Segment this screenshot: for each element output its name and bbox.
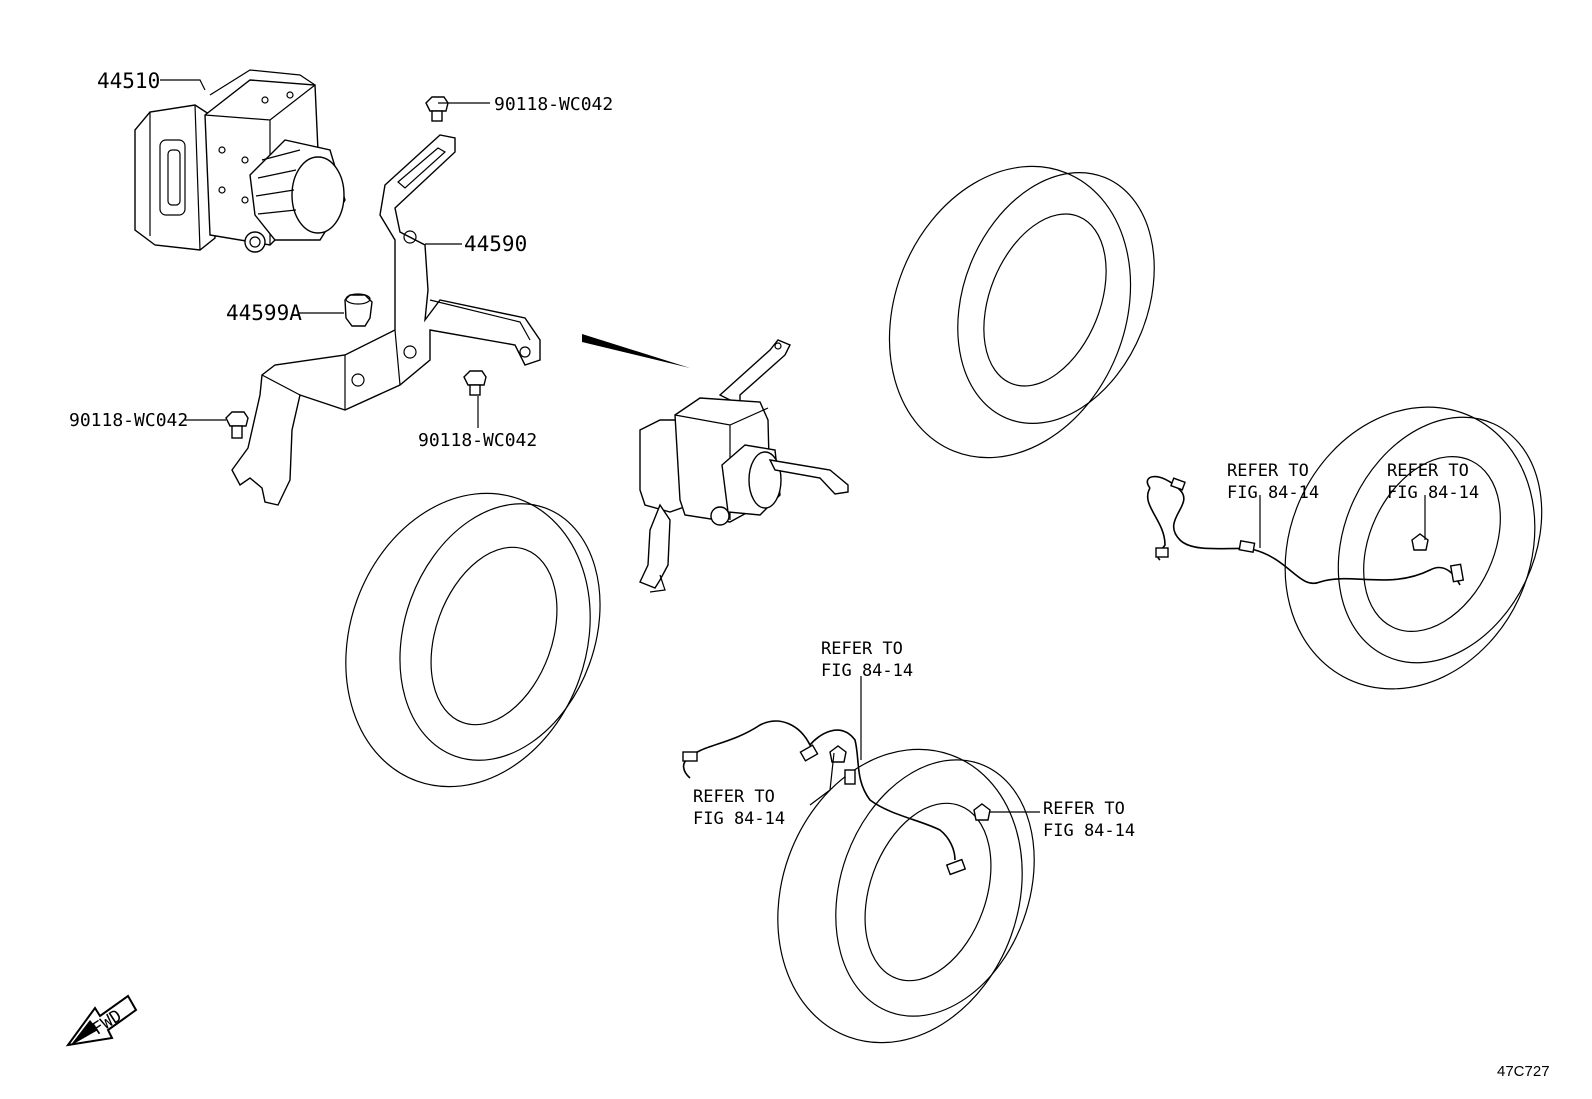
front-speed-sensor-harness: [1146, 475, 1465, 586]
callout-bracket: 44590: [464, 232, 527, 256]
reference-line2: FIG 84-14: [1387, 483, 1479, 503]
callout-actuator: 44510: [97, 69, 160, 93]
cushion: [344, 293, 373, 327]
rear-speed-sensor-harness: [682, 720, 991, 876]
tire-rear-left: [345, 492, 601, 788]
reference-rear-left: REFER TO FIG 84-14: [693, 787, 785, 829]
reference-line2: FIG 84-14: [1227, 483, 1319, 503]
fwd-arrow-icon: FWD: [65, 994, 138, 1047]
reference-line1: REFER TO: [693, 787, 775, 807]
reference-line1: REFER TO: [1043, 799, 1125, 819]
assembled-actuator-view: [639, 339, 849, 593]
reference-line2: FIG 84-14: [1043, 821, 1135, 841]
callout-cushion: 44599A: [226, 301, 302, 325]
callout-bolt-top: 90118-WC042: [494, 94, 613, 115]
tire-rear-right: [777, 748, 1035, 1044]
reference-line1: REFER TO: [1387, 461, 1469, 481]
bolt-left: [225, 411, 249, 439]
callout-bolt-left: 90118-WC042: [69, 410, 188, 431]
reference-line1: REFER TO: [821, 639, 903, 659]
drawing-code: 47C727: [1497, 1063, 1550, 1080]
reference-rear-top: REFER TO FIG 84-14: [821, 639, 913, 681]
reference-leaders: [860, 495, 1426, 813]
location-pointer: [582, 334, 690, 368]
reference-line1: REFER TO: [1227, 461, 1309, 481]
bolt-top: [425, 96, 449, 122]
bolt-center: [463, 370, 487, 396]
reference-line2: FIG 84-14: [821, 661, 913, 681]
tire-front-right: [1284, 406, 1543, 690]
reference-rear-right: REFER TO FIG 84-14: [1043, 799, 1135, 841]
abs-actuator: [134, 69, 346, 253]
reference-line2: FIG 84-14: [693, 809, 785, 829]
reference-front-right: REFER TO FIG 84-14: [1387, 461, 1479, 503]
callout-bolt-center: 90118-WC042: [418, 430, 537, 451]
abs-bracket: [231, 134, 541, 506]
leader-lines: [160, 79, 490, 428]
tire-front-left: [888, 165, 1155, 459]
reference-front-left: REFER TO FIG 84-14: [1227, 461, 1319, 503]
